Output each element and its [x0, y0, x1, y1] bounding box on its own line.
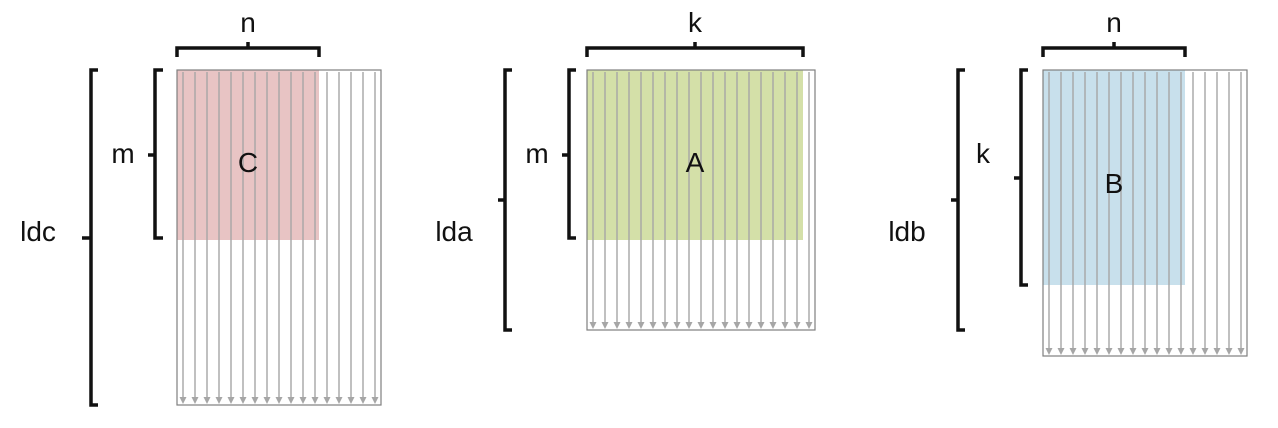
matrix-a-top-brace	[585, 42, 805, 57]
column-arrow-head	[371, 397, 379, 404]
matrix-a-filled-region	[587, 70, 803, 240]
column-arrow-head	[275, 397, 283, 404]
column-arrow-head	[1225, 348, 1233, 355]
matrix-c-border	[176, 69, 382, 406]
column-arrow-head	[1057, 348, 1065, 355]
column-arrow-head	[347, 397, 355, 404]
column-arrow-head	[661, 322, 669, 329]
matrix-a-lead-bracket	[498, 68, 512, 332]
column-arrow-head	[1141, 348, 1149, 355]
matrix-b-filled-region	[1043, 70, 1185, 285]
column-arrow-head	[1213, 348, 1221, 355]
column-arrow-head	[793, 322, 801, 329]
matrix-c-name: C	[238, 147, 258, 178]
column-arrow-head	[299, 397, 307, 404]
column-arrow-head	[805, 322, 813, 329]
column-arrow-head	[1177, 348, 1185, 355]
column-arrow-head	[709, 322, 717, 329]
column-arrow-head	[1081, 348, 1089, 355]
matrix-c-top-label: n	[240, 7, 256, 38]
column-arrow-head	[335, 397, 343, 404]
column-arrow-head	[1045, 348, 1053, 355]
matrix-b-group: n k ldb B	[888, 7, 1248, 357]
column-arrow-head	[757, 322, 765, 329]
column-arrow-head	[1129, 348, 1137, 355]
matrix-a-row-bracket	[562, 68, 576, 240]
matrix-b-row-bracket	[1014, 68, 1028, 287]
column-arrow-head	[203, 397, 211, 404]
column-arrow-head	[1153, 348, 1161, 355]
column-arrow-head	[263, 397, 271, 404]
matrix-a-top-label: k	[688, 7, 703, 38]
column-arrow-head	[215, 397, 223, 404]
column-arrow-head	[745, 322, 753, 329]
column-arrow-head	[1105, 348, 1113, 355]
column-arrow-head	[239, 397, 247, 404]
column-arrow-head	[685, 322, 693, 329]
matrix-a-name: A	[686, 147, 705, 178]
matrix-b-lead-bracket	[951, 68, 965, 332]
column-arrow-head	[179, 397, 187, 404]
column-arrow-head	[649, 322, 657, 329]
matrix-c-top-brace	[175, 42, 321, 57]
column-arrow-head	[733, 322, 741, 329]
column-arrow-head	[359, 397, 367, 404]
matrix-b-lead-label: ldb	[888, 216, 925, 247]
column-arrow-head	[673, 322, 681, 329]
column-arrow-head	[191, 397, 199, 404]
matrix-c-row-bracket	[148, 68, 163, 240]
matrix-b-name: B	[1105, 168, 1124, 199]
column-arrow-head	[613, 322, 621, 329]
column-arrow-head	[1117, 348, 1125, 355]
column-arrow-head	[625, 322, 633, 329]
matrix-b-top-label: n	[1106, 7, 1122, 38]
matrix-c-group: n m ldc C	[20, 7, 382, 407]
column-arrow-head	[1093, 348, 1101, 355]
matrix-c-lead-label: ldc	[20, 216, 56, 247]
column-arrow-head	[697, 322, 705, 329]
column-arrow-head	[769, 322, 777, 329]
matrix-a-border	[586, 69, 816, 331]
column-arrow-head	[1189, 348, 1197, 355]
column-arrow-head	[323, 397, 331, 404]
column-arrow-head	[1069, 348, 1077, 355]
matrix-a-row-label: m	[525, 138, 548, 169]
matrix-b-border	[1042, 69, 1248, 357]
column-arrow-head	[781, 322, 789, 329]
column-arrow-head	[601, 322, 609, 329]
column-arrow-head	[1237, 348, 1245, 355]
column-arrow-head	[1165, 348, 1173, 355]
column-arrow-head	[721, 322, 729, 329]
matrix-c-column-arrows	[179, 72, 379, 404]
column-arrow-head	[589, 322, 597, 329]
matrix-b-column-arrows	[1045, 72, 1245, 355]
column-arrow-head	[227, 397, 235, 404]
matrix-a-lead-label: lda	[435, 216, 473, 247]
column-arrow-head	[311, 397, 319, 404]
matrix-a-group: k m lda A	[435, 7, 816, 332]
matrix-b-top-brace	[1041, 42, 1187, 57]
column-arrow-head	[287, 397, 295, 404]
matrix-c-row-label: m	[111, 138, 134, 169]
matrix-b-row-label: k	[976, 138, 991, 169]
matrix-c-filled-region	[177, 70, 319, 240]
column-arrow-head	[637, 322, 645, 329]
matrix-a-column-arrows	[589, 72, 813, 329]
matrix-c-lead-bracket	[82, 68, 98, 407]
column-arrow-head	[1201, 348, 1209, 355]
column-arrow-head	[251, 397, 259, 404]
